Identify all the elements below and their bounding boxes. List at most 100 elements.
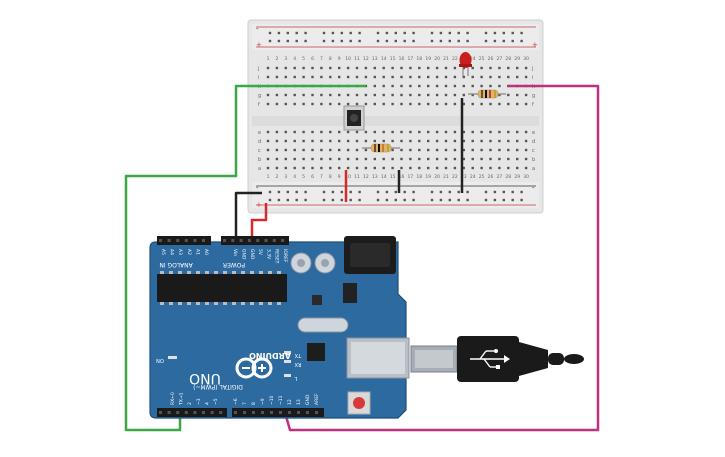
column-number: 7 [320, 174, 323, 180]
analog-label: ANALOG IN [159, 261, 192, 268]
reset-button-icon[interactable] [347, 391, 371, 415]
column-number: 28 [505, 174, 511, 180]
row-label: c [532, 148, 535, 154]
voltage-regulator [343, 283, 357, 303]
digital-pin-label: 2 [187, 402, 193, 405]
usb-cable-icon [410, 336, 584, 382]
digital-pin-label: AREF [314, 393, 320, 405]
column-number: 25 [479, 174, 485, 180]
column-number: 24 [470, 174, 476, 180]
column-number: 4 [293, 56, 296, 62]
digital-pin-label: ~11 [278, 395, 284, 405]
resistor-icon[interactable] [468, 89, 506, 99]
row-label: f [258, 102, 260, 108]
row-label: e [258, 130, 261, 136]
digital-pin-label: 7 [242, 402, 248, 405]
analog-pin-label: A2 [186, 249, 192, 255]
row-label: b [532, 157, 535, 163]
on-label: ON [156, 357, 164, 363]
led-l [284, 374, 291, 377]
column-number: 28 [505, 56, 511, 62]
column-number: 19 [425, 56, 431, 62]
power-pin-label: Vin [232, 249, 238, 256]
digital-pin-label: 4 [204, 402, 210, 405]
column-number: 3 [284, 56, 287, 62]
column-number: 26 [488, 56, 494, 62]
analog-pin-label: A3 [177, 249, 183, 255]
breadboard-holes [266, 31, 528, 202]
analog-pin-label: A0 [203, 249, 209, 255]
column-number: 4 [293, 174, 296, 180]
digital-label: DIGITAL (PWM~) [193, 383, 243, 390]
row-label: g [532, 93, 535, 99]
digital-pin-label: TX→1 [179, 392, 185, 406]
column-number: 18 [416, 56, 422, 62]
analog-header-top [157, 236, 211, 245]
column-number: 9 [338, 174, 341, 180]
column-number: 30 [523, 174, 529, 180]
arduino-board[interactable]: ARDUINO UNO DIGITAL (PWM~) POWER ANALOG … [149, 236, 410, 419]
row-label: e [532, 130, 535, 136]
column-number: 2 [275, 174, 278, 180]
led-rx-label: RX [294, 361, 301, 367]
digital-pin-label: 13 [296, 399, 302, 405]
column-number: 26 [488, 174, 494, 180]
digital-header-left [157, 408, 227, 417]
column-number: 13 [372, 56, 378, 62]
pushbutton-icon[interactable] [343, 105, 365, 131]
column-number: 7 [320, 56, 323, 62]
power-pin-label: GND [249, 249, 255, 260]
column-number: 30 [523, 56, 529, 62]
arduino-logo [235, 357, 273, 379]
wire-magenta [284, 84, 600, 432]
row-label: d [532, 139, 535, 145]
column-number: 27 [497, 56, 503, 62]
rail-minus-label-bottom-right: - [532, 184, 535, 192]
column-number: 14 [381, 174, 387, 180]
rail-plus-label-bottom: + [256, 201, 262, 209]
column-number: 21 [443, 174, 449, 180]
power-header [221, 236, 289, 245]
digital-pin-label: 8 [251, 402, 257, 405]
column-number: 18 [416, 174, 422, 180]
resistor-icon[interactable] [362, 143, 400, 153]
column-number: 17 [408, 174, 414, 180]
column-number: 9 [338, 56, 341, 62]
digital-pin-label: ~3 [196, 398, 202, 405]
column-number: 5 [302, 56, 305, 62]
top-power-rail [252, 24, 539, 50]
wire-red-power [250, 203, 268, 242]
arduino-brand: ARDUINO [249, 351, 291, 360]
power-pin-label: RESET [274, 249, 280, 264]
digital-pin-label: ~10 [269, 395, 275, 405]
row-label: d [258, 139, 261, 145]
digital-pin-label: 12 [287, 399, 293, 405]
row-label: b [258, 157, 261, 163]
column-number: 22 [452, 174, 458, 180]
header-pins [159, 239, 318, 414]
rail-minus-label-bottom: - [256, 184, 259, 192]
row-label: f [532, 102, 534, 108]
digital-pin-label: GND [305, 394, 311, 405]
column-number: 6 [311, 56, 314, 62]
column-number: 8 [329, 56, 332, 62]
rail-plus-label-top: + [256, 41, 262, 49]
row-label: j [257, 66, 259, 72]
led-icon[interactable] [459, 52, 472, 76]
rail-minus-label-top: - [256, 25, 259, 33]
column-number: 10 [345, 174, 351, 180]
column-number: 8 [329, 174, 332, 180]
column-number: 29 [514, 174, 520, 180]
power-label: POWER [223, 261, 245, 268]
row-label: c [258, 148, 261, 154]
led-tx [284, 351, 291, 354]
row-label: i [532, 75, 533, 81]
led-l-label: L [294, 375, 297, 381]
digital-pin-label: ~9 [260, 398, 266, 405]
column-number: 3 [284, 174, 287, 180]
digital-header-right [232, 408, 324, 417]
power-pin-label: 3.3V [265, 249, 271, 260]
column-number: 5 [302, 174, 305, 180]
